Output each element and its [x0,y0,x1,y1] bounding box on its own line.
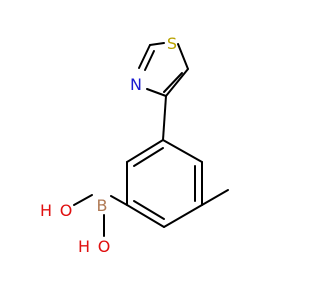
thiazole-ring [138,42,189,97]
atom-oxygen-upper: O [60,201,73,220]
bond-b6-b1 [126,139,164,163]
bond-b4-b5 [126,204,165,228]
bond-c4-aryl [162,95,167,141]
molecule-canvas: S N B O H O H [39,34,229,256]
atom-nitrogen: N [130,75,142,94]
atom-boron: B [97,196,108,215]
bond-c4-n [146,88,167,97]
atom-oxygen-lower: O [98,237,111,256]
bond-s-c5 [177,43,189,70]
boronic-acid-bonds [73,194,128,237]
bond-aryl-b [110,195,128,206]
bond-c2-s [149,42,165,46]
ring-link [162,95,167,141]
bond-b3-b4 [163,204,203,228]
bond-b6-b1-double [133,147,164,167]
bond-b-o-upper [73,194,93,206]
structure-diagram: S N B O H O H [40,34,229,256]
bond-n-c2 [138,44,151,69]
atom-sulfur: S [167,34,177,53]
bond-c5-c4-double [163,72,183,93]
bond-c5-c4 [165,68,189,97]
bond-b4-b5-double [133,200,165,220]
atom-hydrogen-upper: H [40,201,52,220]
bond-methyl [201,189,229,206]
benzene-ring [126,139,203,228]
bond-b1-b2 [162,139,203,163]
bond-n-c2-double [144,50,155,71]
atom-hydrogen-lower: H [78,237,90,256]
